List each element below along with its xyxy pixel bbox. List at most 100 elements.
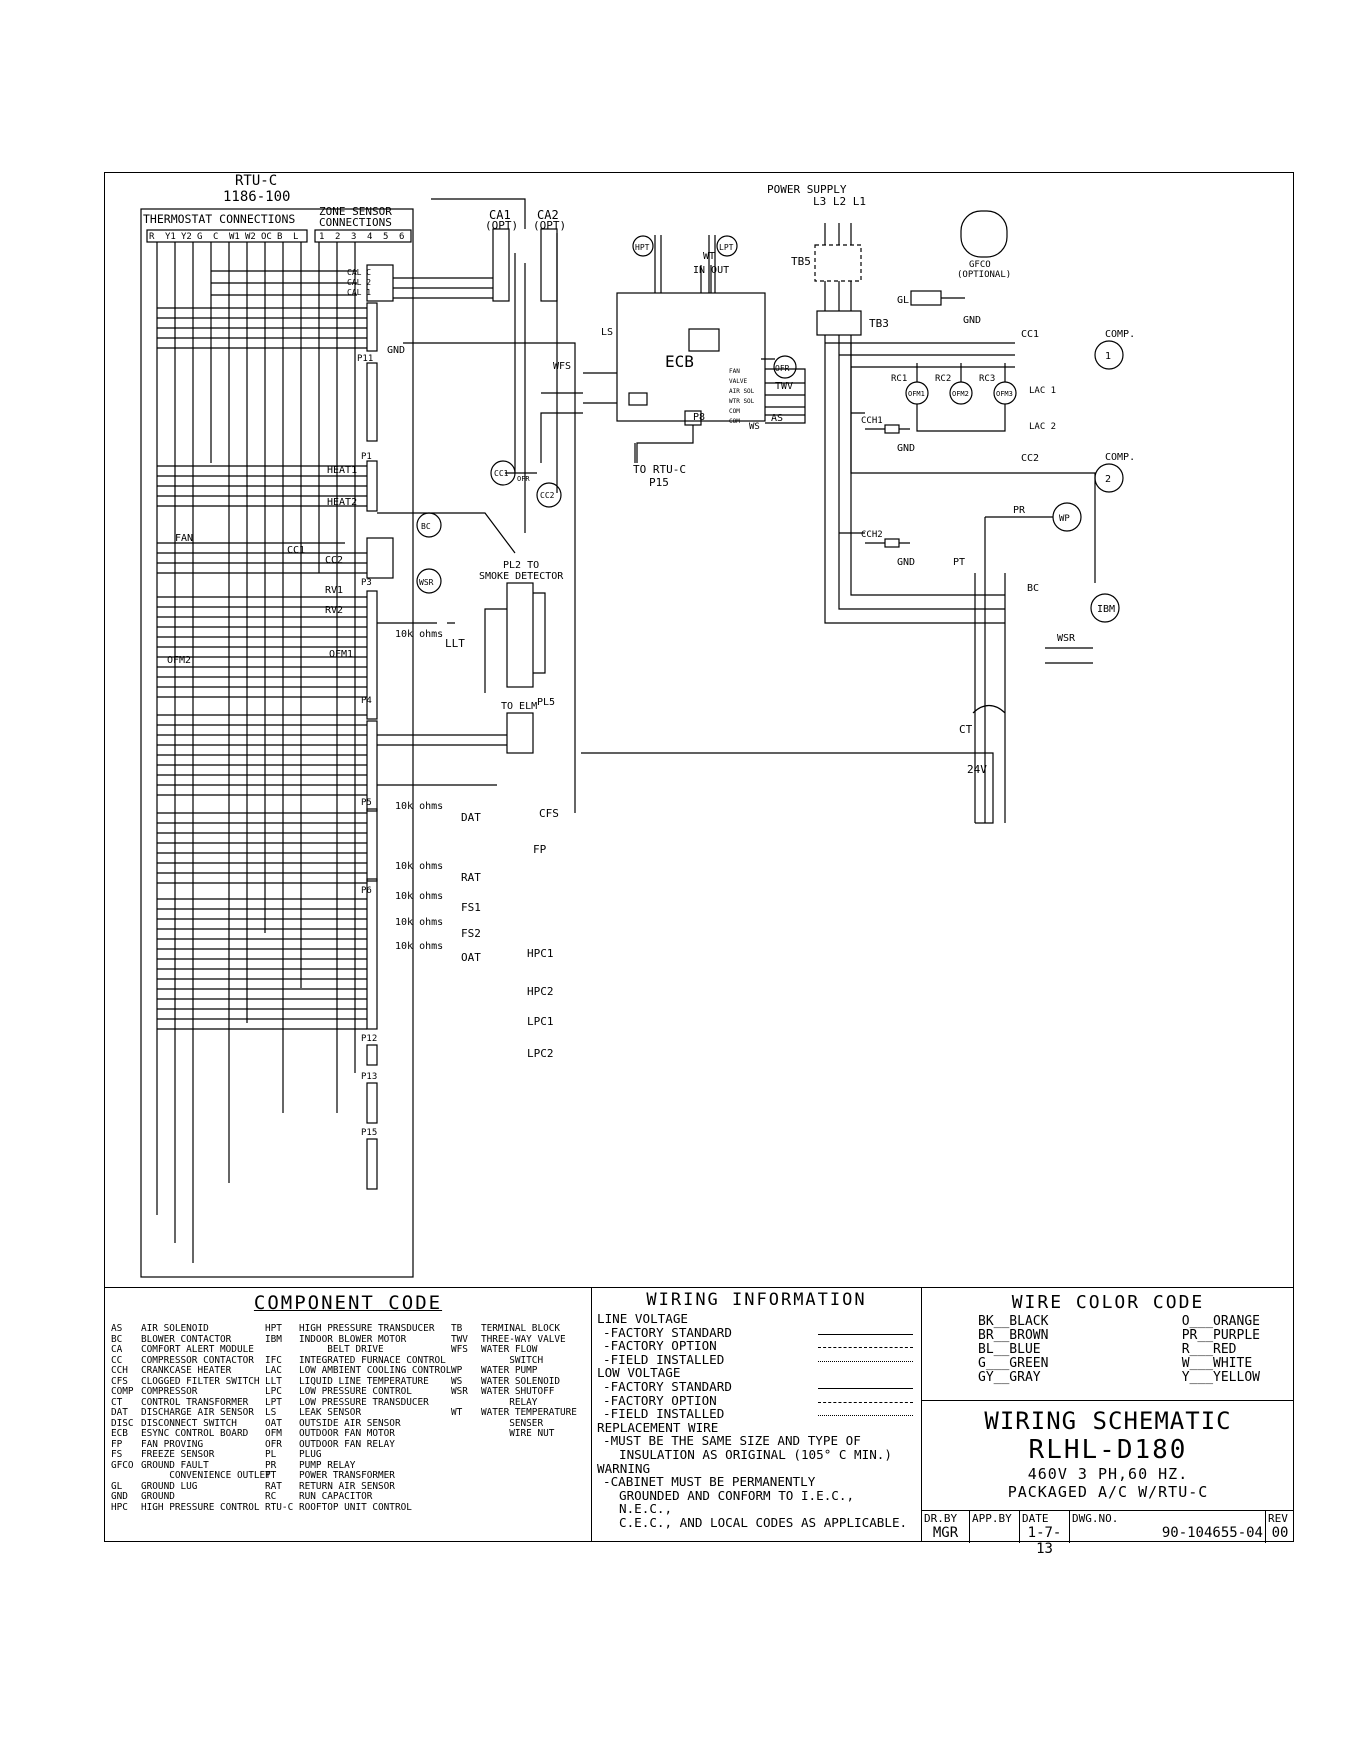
component-abbrev: GFCO [111, 1459, 134, 1471]
lpt-label: LPT [719, 243, 734, 252]
component-abbrev: CCH [111, 1365, 128, 1376]
fs2-label: FS2 [461, 927, 481, 940]
p12-label: P12 [361, 1034, 377, 1044]
component-desc: LEAK SENSOR [299, 1407, 362, 1418]
wire-color-entry: W___WHITE [1181, 1356, 1253, 1371]
wire-color-entry: G___GREEN [978, 1356, 1049, 1371]
gl-gnd-label: GND [963, 315, 981, 326]
pl2-label-1: PL2 TO [503, 560, 539, 571]
component-desc: RETURN AIR SENSOR [299, 1480, 395, 1492]
p5-label: P5 [361, 798, 372, 808]
wiring-info-line: GROUNDED AND CONFORM TO I.E.C., N.E.C., [619, 1487, 855, 1517]
wire-color-title: WIRE COLOR CODE [1011, 1292, 1205, 1313]
p4-label: P4 [361, 696, 372, 706]
component-desc: WATER SOLENOID [481, 1375, 561, 1387]
p15-target-label: P15 [649, 476, 669, 489]
rev-label: REV [1268, 1512, 1288, 1525]
tb5-block [814, 244, 862, 282]
component-abbrev [451, 1429, 481, 1440]
hpt-label: HPT [635, 243, 650, 252]
ls-label: LS [601, 327, 613, 338]
rv2-label: RV2 [325, 605, 343, 616]
cch2-label: CCH2 [861, 530, 883, 540]
thermostat-pin-w2: W2 [245, 232, 256, 242]
tb3-block [816, 310, 862, 336]
thermostat-pin-oc: OC [261, 232, 272, 242]
thermostat-pin-c: C [213, 232, 218, 242]
component-abbrev: LPC [265, 1386, 282, 1397]
component-desc: AIR SOLENOID [141, 1323, 209, 1334]
zone-sensor-label-1: ZONE SENSOR [319, 205, 392, 218]
rtu-c-model: 1186-100 [223, 189, 290, 205]
rat-label: RAT [461, 871, 481, 884]
dwg-no-label: DWG.NO. [1072, 1512, 1119, 1525]
ws-label: WS [749, 422, 760, 432]
ofr-label: OFR [775, 364, 790, 373]
p15-label: P15 [361, 1128, 377, 1138]
wiring-info-line: -CABINET MUST BE PERMANENTLY [603, 1474, 816, 1490]
component-abbrev: RTU-C [265, 1501, 294, 1513]
component-desc: LIQUID LINE TEMPERATURE [299, 1375, 429, 1387]
power-rating: 460V 3 PH,60 HZ. [1027, 1465, 1189, 1483]
ecb-pin-1: VALVE [729, 378, 747, 385]
cch1-label: CCH1 [861, 416, 883, 426]
bc-coil-label: BC [421, 522, 431, 531]
component-abbrev: FS [111, 1449, 123, 1460]
component-abbrev: FP [111, 1438, 123, 1450]
wire-color-entry: Y___YELLOW [1181, 1370, 1260, 1385]
component-abbrev [111, 1471, 141, 1482]
p13-label: P13 [361, 1072, 377, 1082]
component-abbrev: LPT [265, 1396, 282, 1408]
component-code-row: SENSER [451, 1418, 577, 1430]
wiring-info-line: LOW VOLTAGE [597, 1365, 681, 1381]
cc1-contactor-label: CC1 [1021, 329, 1039, 340]
pl2-label-2: SMOKE DETECTOR [479, 571, 564, 582]
rv1-label: RV1 [325, 585, 343, 596]
schematic-heading: WIRING SCHEMATIC [984, 1407, 1232, 1435]
ibm-label: IBM [1097, 604, 1115, 615]
wiring-info-line: -FACTORY OPTION [597, 1393, 921, 1408]
cal-1: CAL 1 [347, 288, 371, 297]
oat-resistor-label: 10k ohms [395, 941, 443, 952]
line-style-sample [818, 1353, 913, 1362]
wire-color-entry: BL__BLUE [978, 1342, 1041, 1357]
component-desc: DISCONNECT SWITCH [141, 1417, 237, 1429]
component-desc: BELT DRIVE [299, 1344, 384, 1355]
component-code-row: CONVENIENCE OUTLET [111, 1470, 271, 1482]
app-by-label: APP.BY [972, 1512, 1012, 1525]
p8-label: P8 [693, 412, 705, 423]
llt-label: LLT [445, 637, 465, 650]
tb5-label: TB5 [791, 255, 811, 268]
component-abbrev: WS [451, 1375, 463, 1387]
component-abbrev: DISC [111, 1417, 134, 1429]
rtu-c-title: RTU-C [235, 173, 277, 189]
cch2-gnd: GND [897, 557, 915, 568]
phase-labels: L3 L2 L1 [813, 195, 866, 208]
comp2-number: 2 [1105, 474, 1111, 485]
wp-label: WP [1059, 514, 1070, 524]
ecb-pin-3: WTR SOL [729, 398, 755, 405]
ecb-pin-4: COM [729, 408, 740, 415]
ca2-opt: (OPT) [533, 219, 566, 232]
zone-pin-6: 6 [399, 232, 404, 242]
component-desc: WATER FLOW [481, 1344, 538, 1355]
ofm2-motor-label: OFM2 [952, 390, 969, 398]
component-abbrev: GND [111, 1491, 128, 1502]
